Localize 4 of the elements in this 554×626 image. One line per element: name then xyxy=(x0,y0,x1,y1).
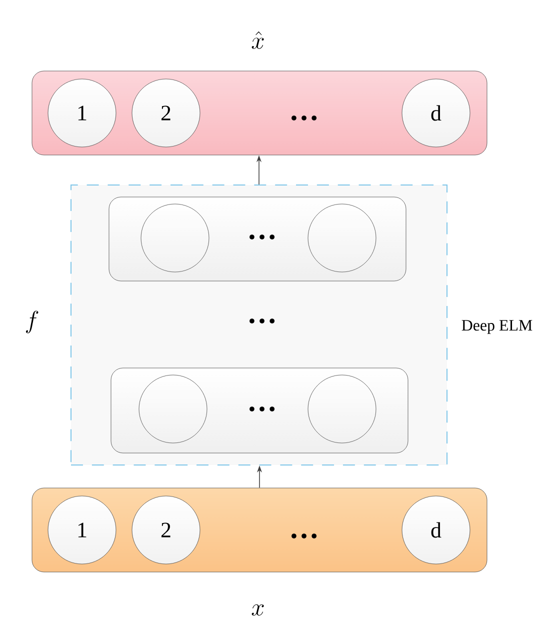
input-symbol: $x$ xyxy=(252,604,264,616)
output-symbol: $\hat{x}$ xyxy=(252,31,264,49)
function-symbol: $f$ xyxy=(26,310,38,334)
side-label: Deep ELM xyxy=(462,320,532,334)
